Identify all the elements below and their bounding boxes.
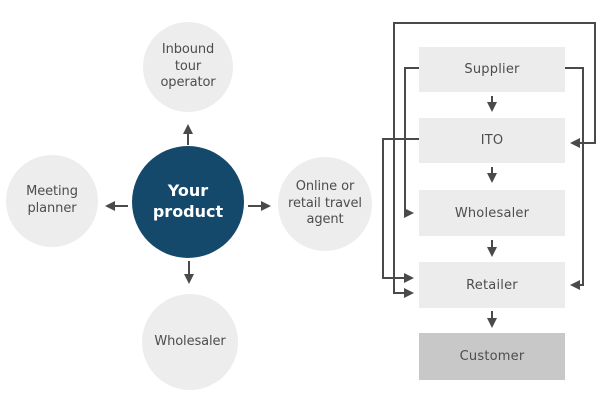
satellite-circle-wholesaler: Wholesaler — [142, 294, 238, 390]
arrow-supplier-to-wholesaler-bypass — [404, 67, 419, 218]
flow-box-wholesaler: Wholesaler — [419, 190, 565, 236]
satellite-label: Inbound tour operator — [160, 42, 216, 91]
arrow-supplier-to-retailer-bypass — [565, 67, 584, 290]
flow-box-retailer: Retailer — [419, 262, 565, 308]
arrow-ito-to-retailer-bypass — [382, 138, 419, 283]
satellite-circle-online-retail-travel-agent: Online or retail travel agent — [278, 157, 372, 251]
satellite-label: Wholesaler — [154, 333, 226, 349]
flow-box-ito: ITO — [419, 118, 565, 163]
flow-box-customer: Customer — [419, 333, 565, 380]
satellite-circle-inbound-tour-operator: Inbound tour operator — [143, 22, 233, 112]
satellite-label: Meeting planner — [26, 184, 78, 216]
satellite-circle-meeting-planner: Meeting planner — [6, 155, 98, 247]
flow-box-label: Wholesaler — [454, 205, 530, 221]
flow-box-label: Supplier — [464, 62, 520, 77]
flow-box-supplier: Supplier — [419, 47, 565, 92]
flow-box-label: ITO — [480, 133, 504, 148]
satellite-label: Online or retail travel agent — [288, 179, 362, 228]
hub-circle-your-product: Your product — [132, 146, 244, 258]
flow-box-label: Customer — [459, 349, 525, 364]
hub-label: Your product — [152, 181, 224, 221]
flow-box-label: Retailer — [466, 277, 518, 293]
arrow-ito-retailer-outer-top-route — [393, 22, 596, 298]
